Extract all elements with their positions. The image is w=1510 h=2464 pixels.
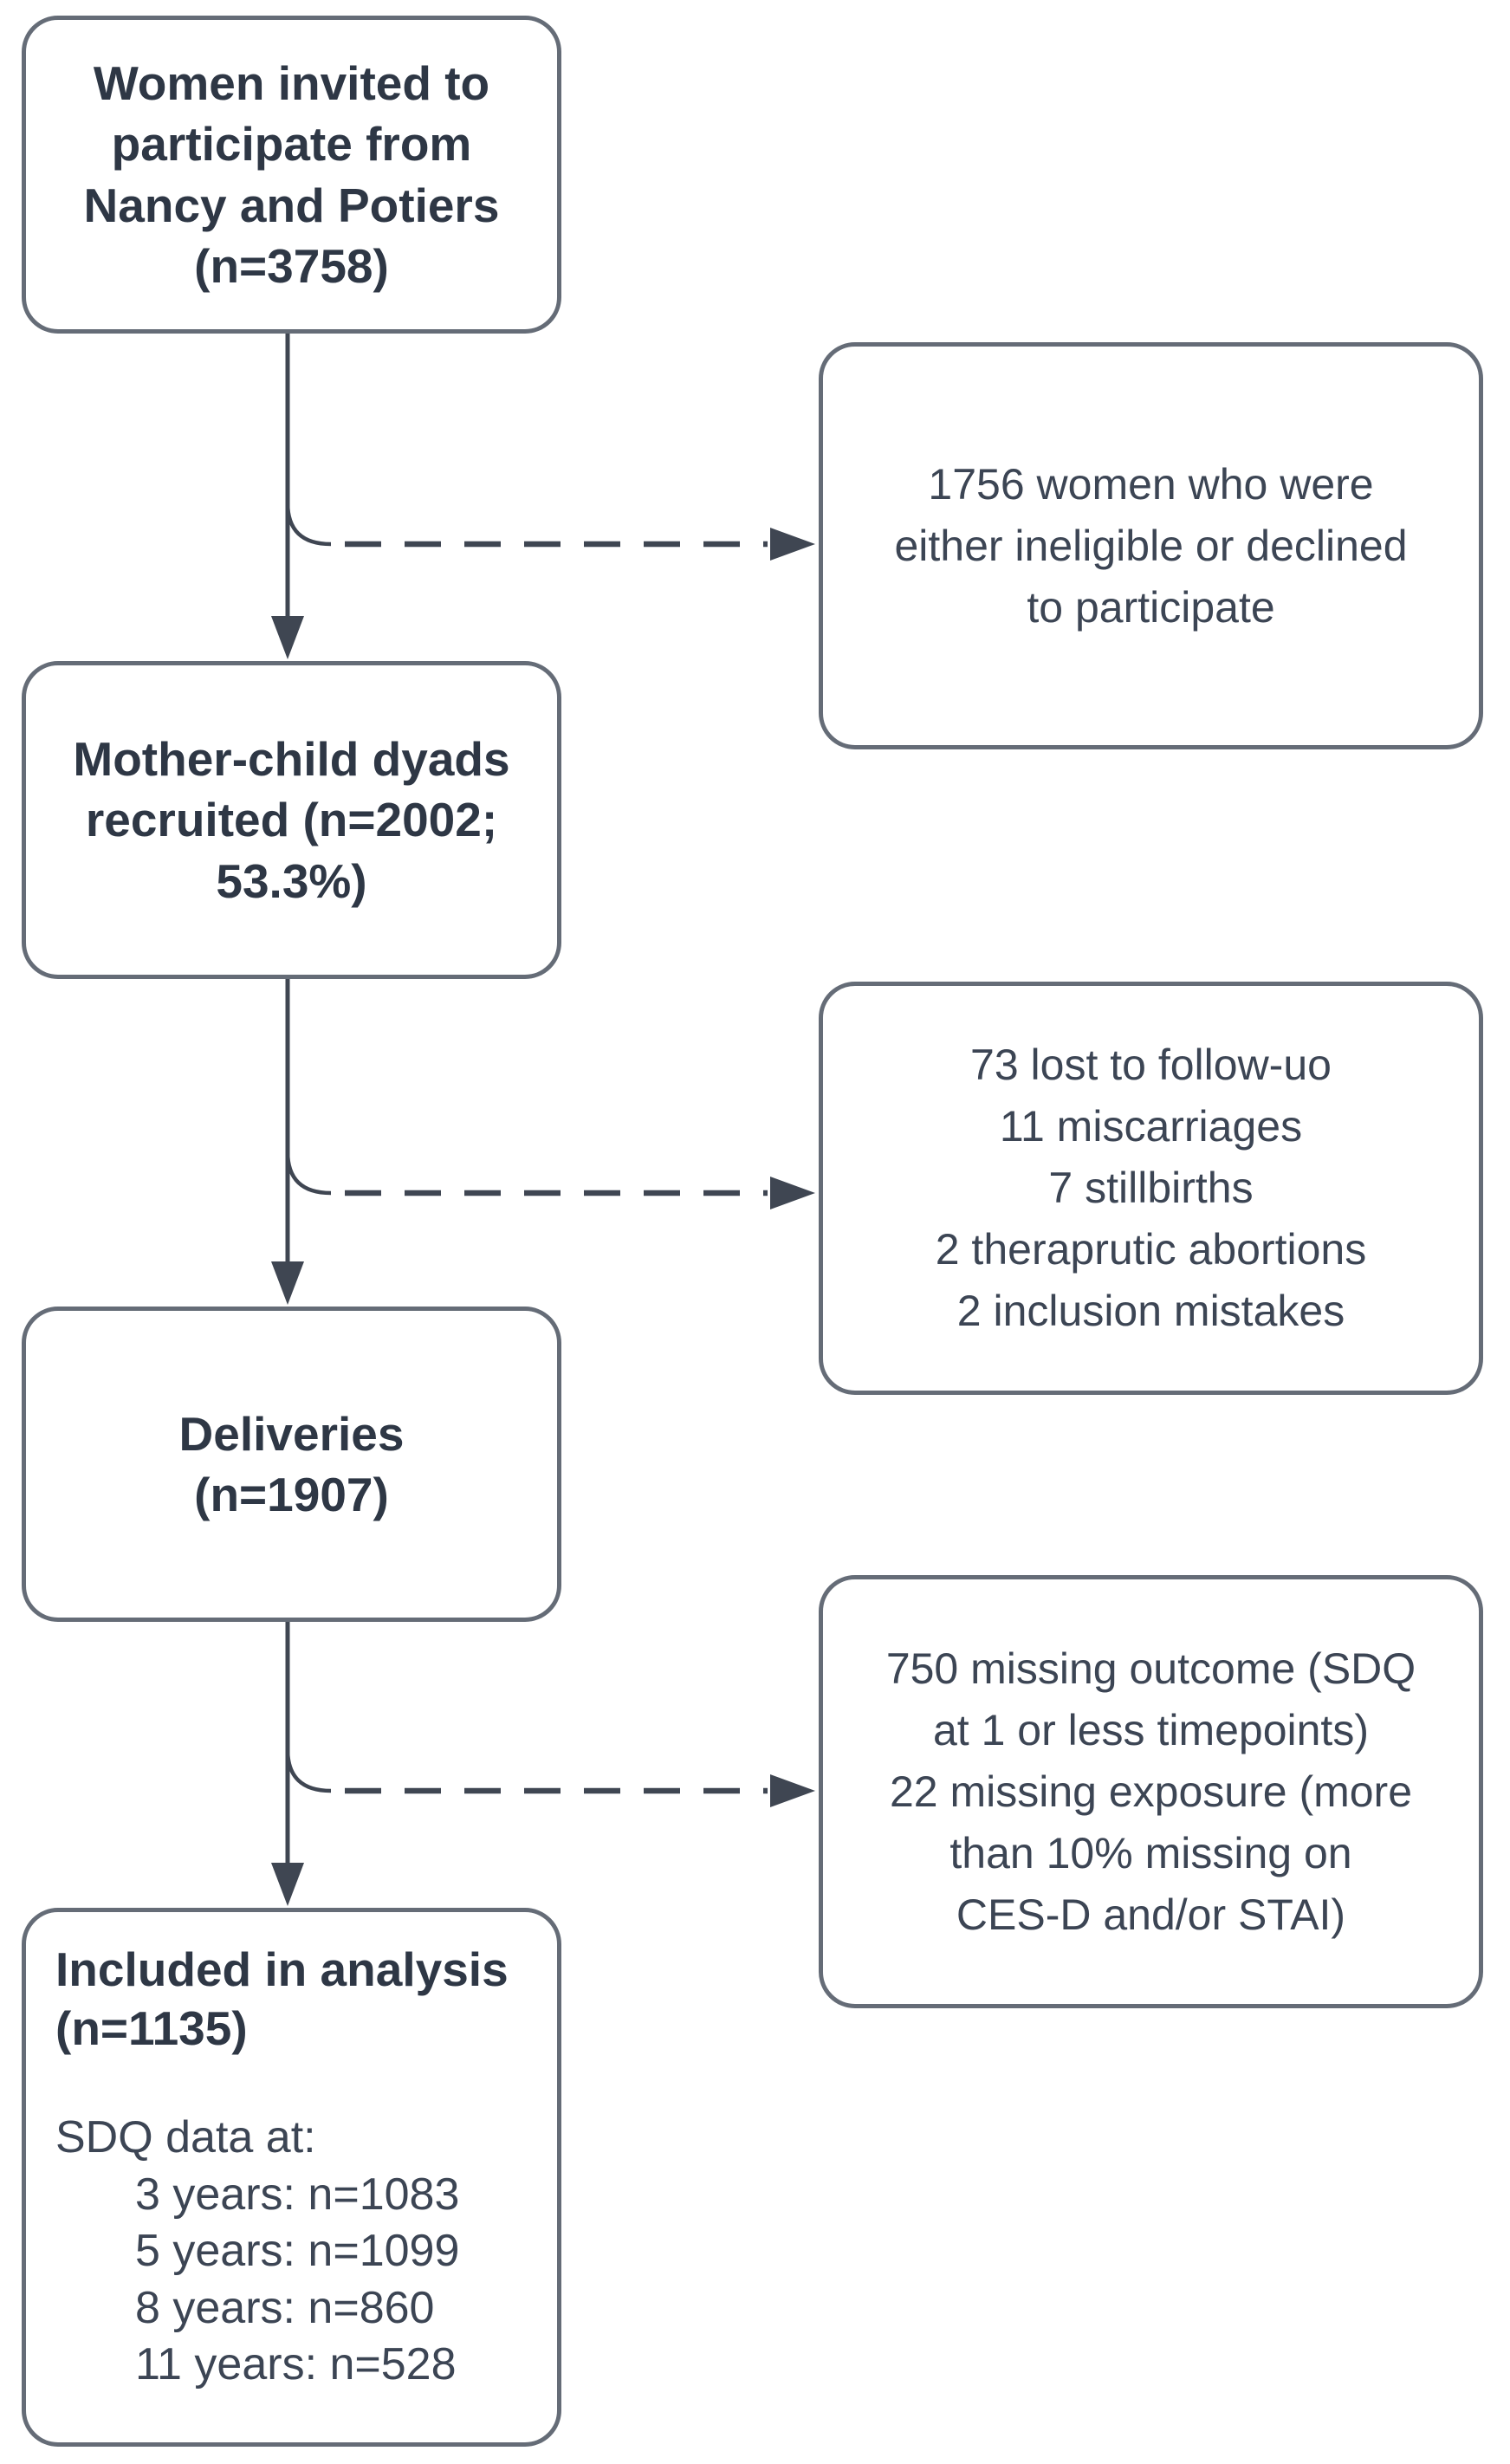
right-arrowhead-icon [770, 528, 815, 561]
elbow-curve [285, 1748, 332, 1793]
down-arrowhead-icon [271, 1863, 304, 1906]
sdq-data-label: SDQ data at: [55, 2112, 316, 2163]
text-line: (n=1907) [194, 1468, 389, 1521]
text-line: 2 theraprutic abortions [935, 1225, 1367, 1274]
text-line: 73 lost to follow-uo [970, 1041, 1332, 1089]
down-arrowhead-icon [271, 1261, 304, 1305]
text-line: 8 years: n=860 [135, 2282, 435, 2333]
text-line: 3 years: n=1083 [135, 2169, 460, 2220]
text-line: Deliveries [178, 1406, 405, 1461]
box-excluded-missing-data: 750 missing outcome (SDQ at 1 or less tim… [819, 1575, 1483, 2008]
text-line: Women invited to [93, 55, 490, 110]
text-line: recruited (n=2002; [85, 793, 498, 847]
text-line: Included in analysis [55, 1942, 509, 1996]
text-line: 750 missing outcome (SDQ [885, 1644, 1416, 1693]
text-line: participate from [111, 117, 472, 172]
text-line: 11 years: n=528 [135, 2339, 457, 2390]
included-heading: Included in analysis(n=1135) [55, 1940, 531, 2058]
text-line: to participate [1027, 582, 1275, 632]
box-excluded-ineligible-or-declined: 1756 women who were either ineligible or … [819, 342, 1483, 749]
text-line: 22 missing exposure (more [889, 1767, 1413, 1816]
text-line: either ineligible or declined [894, 521, 1408, 570]
box-mother-child-dyads-recruited: Mother-child dyads recruited (n=2002; 53.3… [22, 661, 561, 979]
box-excluded-pregnancy-losses: 73 lost to follow-uo 11 miscarriages 7 sti… [819, 982, 1483, 1395]
text-line: 11 miscarriages [999, 1102, 1303, 1151]
text-line: Mother-child dyads [73, 731, 510, 786]
elbow-curve [285, 1151, 332, 1196]
text-line: at 1 or less timepoints) [933, 1705, 1369, 1754]
box-deliveries: Deliveries (n=1907) [22, 1307, 561, 1622]
right-arrowhead-icon [770, 1177, 815, 1209]
text-line: Nancy and Potiers [83, 178, 500, 232]
right-arrowhead-icon [770, 1774, 815, 1807]
text-line: (n=1135) [55, 2001, 248, 2056]
text-line: 1756 women who were [928, 459, 1374, 509]
text-line: CES-D and/or STAI) [956, 1890, 1346, 1939]
text-line: (n=3758) [194, 238, 389, 293]
text-line: 53.3%) [216, 853, 367, 908]
box-included-in-analysis: Included in analysis(n=1135) SDQ data at… [22, 1908, 561, 2447]
elbow-curve [285, 502, 332, 547]
down-arrowhead-icon [271, 616, 304, 659]
text-line: 2 inclusion mistakes [956, 1287, 1345, 1335]
text-line: 7 stillbirths [1048, 1164, 1254, 1212]
text-line: than 10% missing on [949, 1828, 1352, 1877]
text-line: 5 years: n=1099 [135, 2226, 460, 2277]
